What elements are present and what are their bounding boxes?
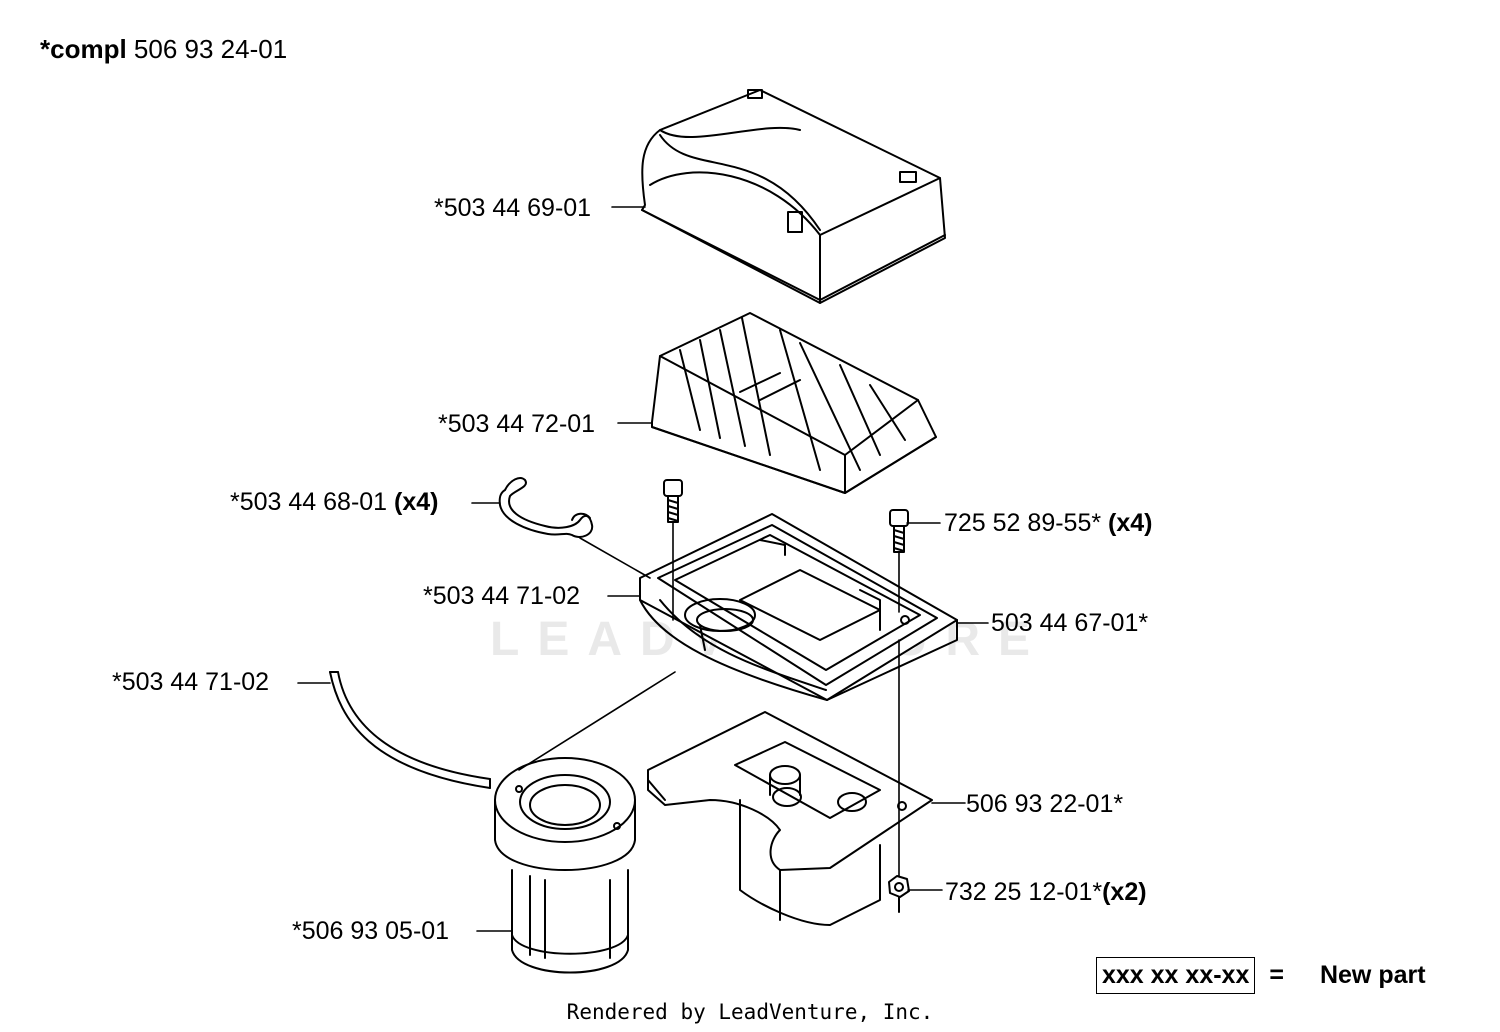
part-number: *503 44 68-01 — [230, 488, 388, 516]
part-label-holder[interactable]: 503 44 67-01* — [991, 608, 1148, 638]
part-number: 732 25 12-01* — [945, 878, 1103, 906]
footer-credit: Rendered by LeadVenture, Inc. — [566, 1000, 934, 1024]
part-label-nut[interactable]: 732 25 12-01*(x2) — [945, 877, 1147, 907]
part-number: *503 44 72-01 — [438, 410, 596, 438]
air-filter — [651, 312, 937, 494]
base-plate — [647, 711, 933, 926]
part-quantity: (x4) — [1108, 509, 1153, 537]
part-number: *503 44 69-01 — [434, 194, 592, 222]
part-label-plate[interactable]: 506 93 22-01* — [966, 789, 1123, 819]
part-label-seal-lower[interactable]: *503 44 71-02 — [112, 667, 269, 697]
part-number: *503 44 71-02 — [423, 582, 581, 610]
guide-lines — [518, 521, 900, 877]
part-number: *503 44 71-02 — [112, 668, 270, 696]
assembly-title-prefix: *compl — [40, 34, 127, 64]
part-label-clip[interactable]: *503 44 68-01 (x4) — [230, 487, 439, 517]
part-label-prefilter[interactable]: *506 93 05-01 — [292, 916, 449, 946]
part-label-filter[interactable]: *503 44 72-01 — [438, 409, 595, 439]
part-number: *506 93 05-01 — [292, 917, 450, 945]
clip — [498, 477, 594, 538]
legend-box: xxx xx xx-xx — [1096, 956, 1256, 994]
nut — [888, 875, 910, 913]
part-label-seal-upper[interactable]: *503 44 71-02 — [423, 581, 580, 611]
leader-lines — [297, 206, 989, 932]
new-part-legend: xxx xx xx-xx = New part — [1096, 954, 1426, 996]
pre-filter — [494, 757, 636, 974]
legend-text: New part — [1319, 960, 1426, 989]
assembly-title-number: 506 93 24-01 — [133, 34, 288, 64]
part-number: 506 93 22-01* — [966, 790, 1124, 818]
part-quantity: (x2) — [1102, 878, 1147, 906]
part-label-cover[interactable]: *503 44 69-01 — [434, 193, 591, 223]
part-quantity: (x4) — [394, 488, 439, 516]
part-number: 725 52 89-55* — [944, 509, 1102, 537]
air-filter-cover — [641, 89, 946, 304]
seal-strip — [329, 671, 491, 789]
part-number: 503 44 67-01* — [991, 609, 1149, 637]
screw-left — [663, 479, 683, 523]
part-label-screw[interactable]: 725 52 89-55* (x4) — [944, 508, 1153, 538]
filter-holder — [639, 513, 958, 701]
assembly-title: *compl 506 93 24-01 — [40, 34, 287, 65]
screw-right — [889, 509, 909, 553]
legend-equals: = — [1269, 960, 1284, 989]
